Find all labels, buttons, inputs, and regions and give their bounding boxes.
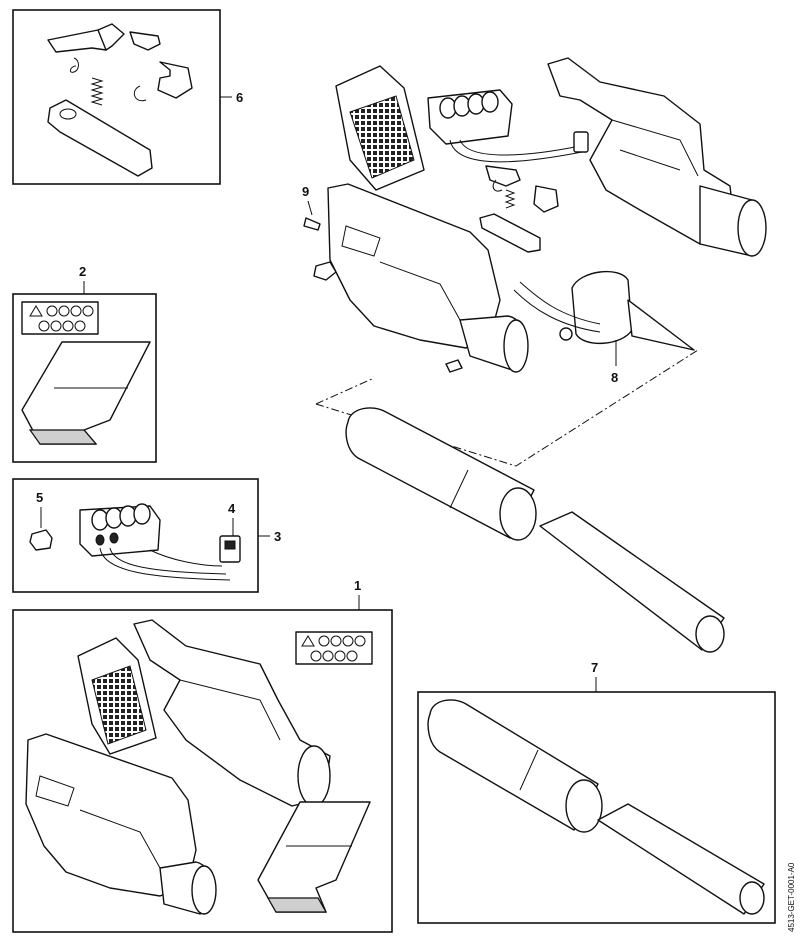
blower-tube-upper (345, 407, 537, 541)
kit-7-frame (417, 691, 776, 924)
lock-lever (129, 31, 161, 51)
blower-nozzle-upper (539, 511, 725, 653)
callout-5: 5 (36, 490, 43, 505)
small-plug (313, 261, 337, 281)
switch-clip (157, 61, 193, 99)
kit-1-warning-pictograms (301, 635, 366, 662)
housing-left (327, 183, 529, 373)
switch-parts-main (479, 165, 559, 253)
callout-2: 2 (79, 264, 86, 279)
screw-lower (445, 359, 463, 373)
warning-pictograms (29, 305, 94, 332)
callout-4: 4 (228, 501, 236, 516)
compression-spring (90, 77, 104, 106)
switch-rod (47, 99, 153, 177)
housing-right (547, 57, 767, 257)
terminal-block-main (427, 89, 589, 163)
battery-cover (335, 65, 425, 191)
kit-2-frame (12, 293, 157, 463)
kit-7-box: 7 (417, 660, 776, 924)
callout-6: 6 (236, 90, 243, 105)
kit-1-box: 1 (12, 578, 393, 933)
switch-rod-eye (59, 108, 77, 120)
kit-7-nozzle (597, 803, 765, 915)
callout-3: 3 (274, 529, 281, 544)
terminal-block (79, 503, 161, 557)
document-id: 4513-GET-0001-A0 (787, 862, 796, 932)
plug-part-5 (29, 529, 53, 551)
callout-9-leader (307, 200, 313, 216)
screw-9 (303, 217, 321, 231)
kit-7-tube (427, 699, 603, 833)
main-exploded-view: 9 8 (302, 57, 767, 653)
motor-fan-8 (513, 270, 695, 351)
kit-1-decal-foot (266, 897, 328, 913)
kit-1-frame (12, 609, 393, 933)
callout-9: 9 (302, 184, 309, 199)
kit-2-box: 2 (12, 264, 157, 463)
callout-8: 8 (611, 370, 618, 385)
model-decal (21, 341, 151, 445)
torsion-spring (69, 57, 79, 73)
kit-1-model-decal (257, 801, 371, 913)
kit-1-housing-right (133, 619, 331, 807)
kit-3-box: 5 4 3 (12, 478, 281, 593)
kit-6-box: 6 (12, 9, 243, 185)
kit-1-housing-left (25, 733, 217, 915)
trigger-lever-tip (97, 23, 125, 51)
leg-spring (133, 85, 147, 102)
decal-foot (28, 429, 98, 445)
wire-a (99, 547, 231, 581)
wire-c (149, 549, 223, 567)
kit-1-battery-cover (77, 637, 157, 755)
callout-7: 7 (591, 660, 598, 675)
connector-4-pin (224, 540, 236, 550)
callout-1: 1 (354, 578, 361, 593)
wire-b (109, 547, 227, 575)
